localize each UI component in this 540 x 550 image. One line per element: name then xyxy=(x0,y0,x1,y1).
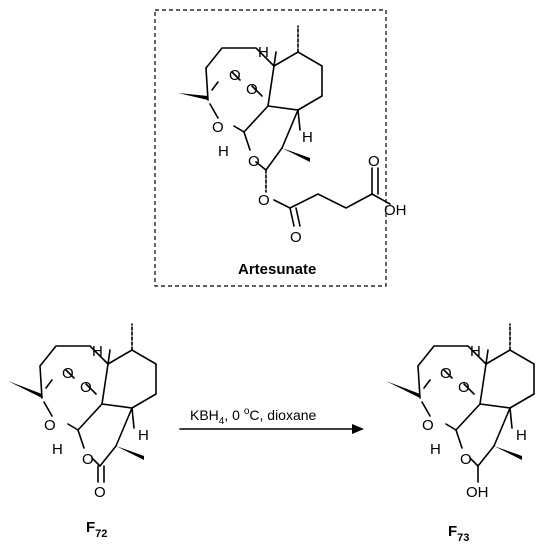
artesunate-box xyxy=(154,9,387,287)
f73-atom-h3: H xyxy=(516,427,527,444)
f73-atom-h1: H xyxy=(470,343,481,360)
f72-atom-o3: O xyxy=(44,417,56,434)
atom-o2: O xyxy=(246,81,258,98)
atom-h3: H xyxy=(302,129,313,146)
f72-label: F72 xyxy=(86,519,107,540)
artesunate-structure xyxy=(178,25,391,227)
atom-o7: O xyxy=(368,153,380,170)
f73-atom-oh: OH xyxy=(466,484,489,501)
f73-atom-o1: O xyxy=(440,365,452,382)
f73-atom-o3: O xyxy=(422,417,434,434)
atom-o6: O xyxy=(290,229,302,246)
f73-atom-o4: O xyxy=(460,451,472,468)
f72-structure xyxy=(8,323,157,483)
f72-atom-h3: H xyxy=(138,427,149,444)
atom-o1: O xyxy=(229,67,241,84)
f72-atom-o4: O xyxy=(82,451,94,468)
arrow-head-icon xyxy=(352,424,364,434)
atom-o3: O xyxy=(212,119,224,136)
artesunate-title: Artesunate xyxy=(238,261,316,278)
f73-structure xyxy=(386,323,535,483)
f72-atom-o1: O xyxy=(62,365,74,382)
f72-atom-o5: O xyxy=(94,484,106,501)
f72-atom-h1: H xyxy=(92,343,103,360)
atom-o4: O xyxy=(248,153,260,170)
f73-atom-o2: O xyxy=(458,379,470,396)
f72-atom-o2: O xyxy=(80,379,92,396)
f73-atom-h2: H xyxy=(430,441,441,458)
reaction-conditions: KBH4, 0 oC, dioxane xyxy=(190,406,317,427)
f72-atom-h2: H xyxy=(52,441,63,458)
atom-h2: H xyxy=(218,143,229,160)
atom-o5: O xyxy=(258,192,270,209)
atom-h1: H xyxy=(258,44,269,61)
f73-label: F73 xyxy=(448,523,469,544)
atom-oh: OH xyxy=(384,202,407,219)
